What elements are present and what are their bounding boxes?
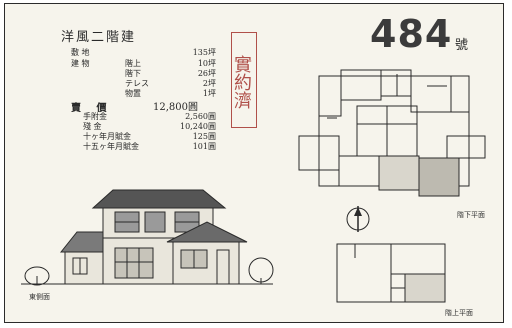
price-breakdown-value: 125圓 bbox=[192, 132, 216, 141]
spec-value: 10坪 bbox=[197, 59, 216, 68]
house-elevation-drawing bbox=[21, 189, 274, 286]
spec-sublabel: テレス bbox=[125, 79, 149, 88]
spec-sublabel: 物置 bbox=[125, 89, 141, 98]
ground-floor-caption: 階下平面 bbox=[457, 211, 485, 219]
spec-sublabel: 階下 bbox=[125, 69, 141, 78]
price-breakdown-label: 殘 金 bbox=[83, 122, 102, 131]
price-breakdown-value: 101圓 bbox=[192, 142, 216, 151]
price-value: 12,800圓 bbox=[153, 102, 198, 113]
spec-sublabel: 階上 bbox=[125, 59, 141, 68]
price-breakdown-label: 十五ヶ年月賦金 bbox=[83, 142, 139, 151]
spec-value: 26坪 bbox=[197, 69, 216, 78]
price-breakdown-value: 2,560圓 bbox=[185, 112, 216, 121]
price-label: 賣 價 bbox=[71, 103, 113, 114]
price-breakdown-label: 手附金 bbox=[83, 112, 107, 121]
listing-card: 洋風二階建 484 號 敷 地 135坪 建 物 階上 10坪 階下 26坪 テ… bbox=[4, 3, 504, 323]
listing-number: 484 bbox=[370, 12, 453, 56]
spec-label: 建 物 bbox=[71, 59, 90, 68]
price-breakdown-value: 10,240圓 bbox=[180, 122, 216, 131]
upper-floor-plan bbox=[336, 243, 446, 303]
ground-floor-plan bbox=[298, 69, 486, 197]
upper-floor-caption: 階上平面 bbox=[445, 309, 473, 317]
spec-value: 135坪 bbox=[192, 48, 216, 57]
compass-icon bbox=[346, 206, 370, 232]
listing-number-suffix: 號 bbox=[455, 38, 469, 53]
spec-label: 敷 地 bbox=[71, 48, 90, 57]
spec-value: 1坪 bbox=[202, 89, 216, 98]
elevation-caption: 東側面 bbox=[29, 293, 50, 301]
spec-value: 2坪 bbox=[202, 79, 216, 88]
price-breakdown-label: 十ヶ年月賦金 bbox=[83, 132, 131, 141]
contract-stamp: 實約濟 bbox=[231, 32, 257, 128]
listing-title: 洋風二階建 bbox=[61, 30, 137, 45]
